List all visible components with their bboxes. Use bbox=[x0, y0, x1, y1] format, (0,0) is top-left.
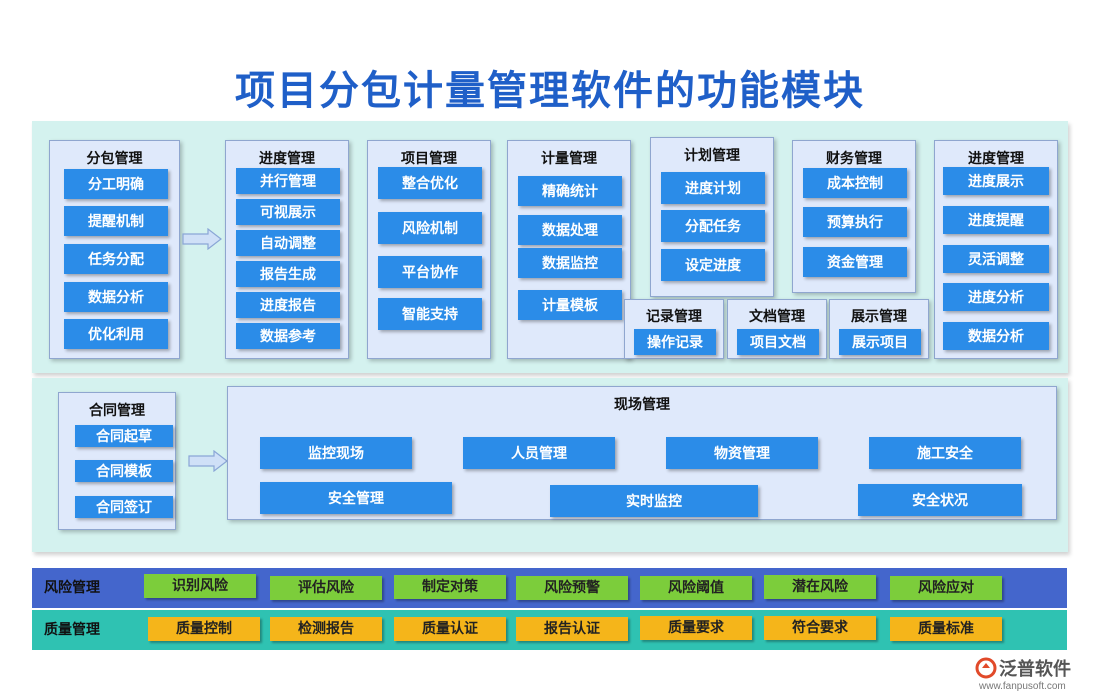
brand-name: 泛普软件 bbox=[999, 659, 1071, 680]
risk-item[interactable]: 识别风险 bbox=[144, 574, 256, 598]
module-title: 合同管理 bbox=[89, 403, 145, 419]
module-item[interactable]: 任务分配 bbox=[64, 244, 168, 274]
module-project: 项目管理 整合优化 风险机制 平台协作 智能支持 bbox=[367, 140, 491, 359]
module-item[interactable]: 监控现场 bbox=[260, 437, 412, 469]
module-item[interactable]: 数据分析 bbox=[64, 282, 168, 312]
module-item[interactable]: 提醒机制 bbox=[64, 206, 168, 236]
module-item[interactable]: 可视展示 bbox=[236, 199, 340, 225]
module-title: 分包管理 bbox=[86, 151, 143, 167]
risk-item[interactable]: 风险预警 bbox=[516, 576, 628, 600]
module-title: 文档管理 bbox=[749, 309, 805, 325]
module-measure: 计量管理 精确统计 数据处理 数据监控 计量模板 bbox=[507, 140, 631, 359]
module-item[interactable]: 精确统计 bbox=[518, 176, 622, 206]
module-progress-b: 进度管理 进度展示 进度提醒 灵活调整 进度分析 数据分析 bbox=[934, 140, 1058, 359]
strip-label: 风险管理 bbox=[44, 580, 100, 596]
module-contract: 合同管理 合同起草 合同模板 合同签订 bbox=[58, 392, 176, 530]
risk-item[interactable]: 风险应对 bbox=[890, 576, 1002, 600]
risk-item[interactable]: 潜在风险 bbox=[764, 575, 876, 599]
arrow-right-icon bbox=[188, 450, 228, 472]
module-title: 展示管理 bbox=[851, 309, 907, 325]
module-item[interactable]: 数据监控 bbox=[518, 248, 622, 278]
module-progress-a: 进度管理 并行管理 可视展示 自动调整 报告生成 进度报告 数据参考 bbox=[225, 140, 349, 359]
module-item[interactable]: 自动调整 bbox=[236, 230, 340, 256]
module-display: 展示管理 展示项目 bbox=[829, 299, 929, 359]
quality-item[interactable]: 质量要求 bbox=[640, 616, 752, 640]
module-item[interactable]: 安全管理 bbox=[260, 482, 452, 514]
module-item[interactable]: 整合优化 bbox=[378, 167, 482, 199]
arrow-right-icon bbox=[182, 228, 222, 250]
module-item[interactable]: 数据参考 bbox=[236, 323, 340, 349]
module-item[interactable]: 设定进度 bbox=[661, 249, 765, 281]
risk-item[interactable]: 制定对策 bbox=[394, 575, 506, 599]
module-item[interactable]: 成本控制 bbox=[803, 168, 907, 198]
module-item[interactable]: 风险机制 bbox=[378, 212, 482, 244]
module-title: 计量管理 bbox=[541, 151, 597, 167]
module-item[interactable]: 数据处理 bbox=[518, 215, 622, 245]
module-item[interactable]: 合同模板 bbox=[75, 460, 173, 482]
module-item[interactable]: 进度分析 bbox=[943, 283, 1049, 311]
page-title: 项目分包计量管理软件的功能模块 bbox=[235, 68, 865, 114]
module-item[interactable]: 灵活调整 bbox=[943, 245, 1049, 273]
module-title: 项目管理 bbox=[401, 151, 457, 167]
module-item[interactable]: 安全状况 bbox=[858, 484, 1022, 516]
module-item[interactable]: 人员管理 bbox=[463, 437, 615, 469]
module-item[interactable]: 合同起草 bbox=[75, 425, 173, 447]
module-item[interactable]: 分配任务 bbox=[661, 210, 765, 242]
module-item[interactable]: 进度提醒 bbox=[943, 206, 1049, 234]
module-item[interactable]: 资金管理 bbox=[803, 247, 907, 277]
risk-item[interactable]: 风险阈值 bbox=[640, 576, 752, 600]
risk-strip: 风险管理 识别风险 评估风险 制定对策 风险预警 风险阈值 潜在风险 风险应对 bbox=[32, 568, 1067, 608]
module-subcontract: 分包管理 分工明确 提醒机制 任务分配 数据分析 优化利用 bbox=[49, 140, 180, 359]
module-site: 现场管理 监控现场 人员管理 物资管理 施工安全 安全管理 实时监控 安全状况 bbox=[227, 386, 1057, 520]
module-finance: 财务管理 成本控制 预算执行 资金管理 bbox=[792, 140, 916, 293]
module-title: 进度管理 bbox=[968, 151, 1024, 167]
module-item[interactable]: 平台协作 bbox=[378, 256, 482, 288]
quality-item[interactable]: 质量标准 bbox=[890, 617, 1002, 641]
module-item[interactable]: 进度计划 bbox=[661, 172, 765, 204]
risk-item[interactable]: 评估风险 bbox=[270, 576, 382, 600]
module-item[interactable]: 操作记录 bbox=[634, 329, 716, 355]
quality-item[interactable]: 质量控制 bbox=[148, 617, 260, 641]
module-item[interactable]: 数据分析 bbox=[943, 322, 1049, 350]
module-item[interactable]: 物资管理 bbox=[666, 437, 818, 469]
module-item[interactable]: 展示项目 bbox=[839, 329, 921, 355]
module-record: 记录管理 操作记录 bbox=[624, 299, 724, 359]
module-title: 计划管理 bbox=[684, 148, 740, 164]
module-item[interactable]: 项目文档 bbox=[737, 329, 819, 355]
module-title: 财务管理 bbox=[826, 151, 882, 167]
module-item[interactable]: 优化利用 bbox=[64, 319, 168, 349]
brand-url: www.fanpusoft.com bbox=[979, 681, 1066, 692]
module-item[interactable]: 合同签订 bbox=[75, 496, 173, 518]
module-plan: 计划管理 进度计划 分配任务 设定进度 bbox=[650, 137, 774, 297]
module-document: 文档管理 项目文档 bbox=[727, 299, 827, 359]
brand-logo: 泛普软件 www.fanpusoft.com bbox=[975, 655, 1095, 695]
quality-item[interactable]: 报告认证 bbox=[516, 617, 628, 641]
module-item[interactable]: 计量模板 bbox=[518, 290, 622, 320]
module-title: 记录管理 bbox=[646, 309, 702, 325]
quality-item[interactable]: 符合要求 bbox=[764, 616, 876, 640]
module-item[interactable]: 施工安全 bbox=[869, 437, 1021, 469]
quality-item[interactable]: 质量认证 bbox=[394, 617, 506, 641]
module-item[interactable]: 实时监控 bbox=[550, 485, 758, 517]
module-item[interactable]: 并行管理 bbox=[236, 168, 340, 194]
module-item[interactable]: 报告生成 bbox=[236, 261, 340, 287]
module-item[interactable]: 分工明确 bbox=[64, 169, 168, 199]
strip-label: 质量管理 bbox=[44, 622, 100, 638]
module-item[interactable]: 智能支持 bbox=[378, 298, 482, 330]
brand-icon bbox=[975, 657, 997, 679]
module-item[interactable]: 进度报告 bbox=[236, 292, 340, 318]
module-item[interactable]: 进度展示 bbox=[943, 167, 1049, 195]
module-item[interactable]: 预算执行 bbox=[803, 207, 907, 237]
module-title: 现场管理 bbox=[614, 397, 670, 413]
module-title: 进度管理 bbox=[259, 151, 315, 167]
quality-item[interactable]: 检测报告 bbox=[270, 617, 382, 641]
quality-strip: 质量管理 质量控制 检测报告 质量认证 报告认证 质量要求 符合要求 质量标准 bbox=[32, 610, 1067, 650]
